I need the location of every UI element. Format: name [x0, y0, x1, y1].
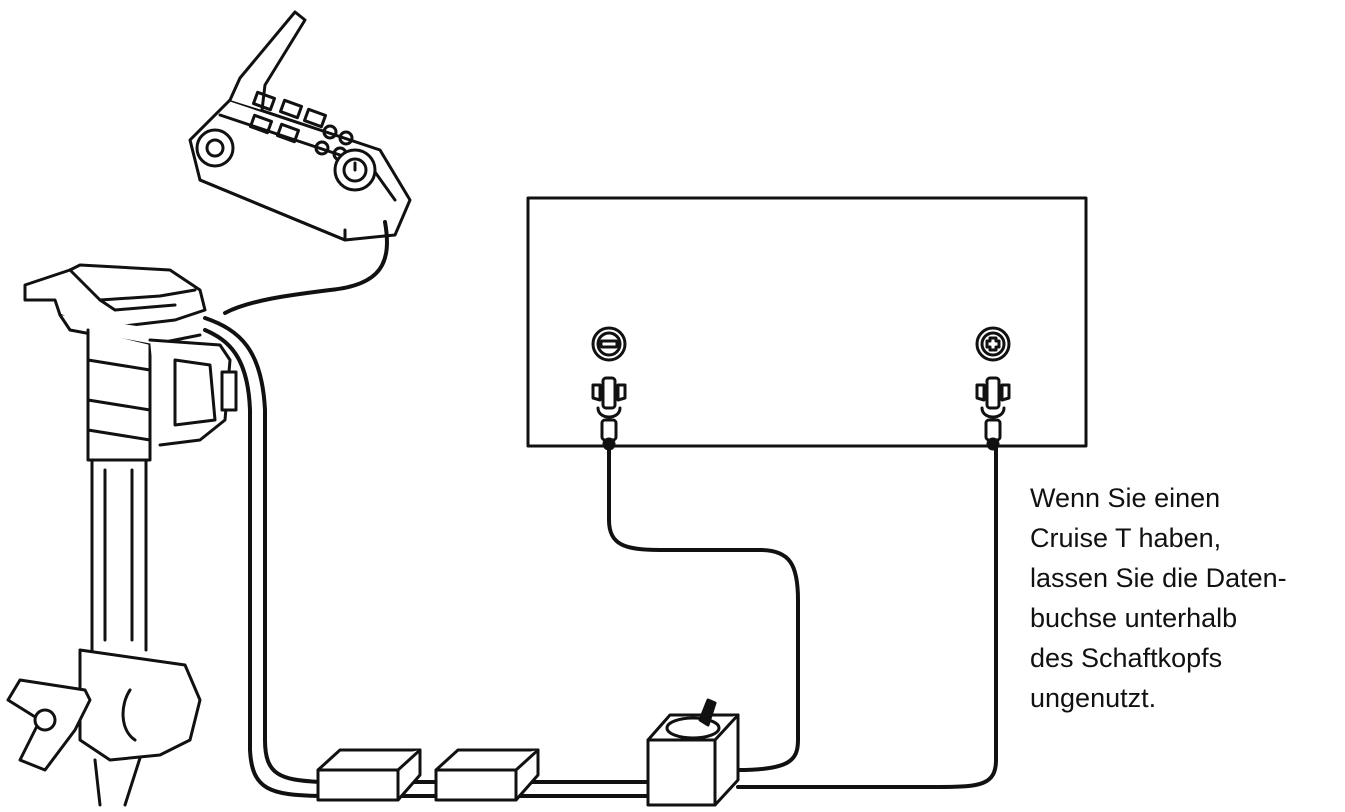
outboard-motor	[6, 263, 238, 807]
negative-lead	[607, 446, 800, 772]
positive-terminal	[975, 326, 1011, 451]
note-line: ungenutzt.	[1030, 683, 1157, 713]
positive-lead	[736, 446, 998, 789]
note-line: lassen Sie die Daten-	[1030, 563, 1287, 593]
negative-terminal	[591, 326, 627, 451]
main-switch	[646, 698, 740, 807]
battery	[526, 196, 1088, 448]
note-line: Cruise T haben,	[1030, 523, 1222, 553]
note-line: buchse unterhalb	[1030, 603, 1238, 633]
cable-plug-box-1	[316, 748, 422, 802]
note-line: des Schaftkopfs	[1030, 643, 1223, 673]
motor-power-cable	[203, 316, 652, 784]
throttle-cable	[223, 220, 389, 315]
cable-plug-box-2	[434, 748, 540, 802]
note-line: Wenn Sie einen	[1030, 483, 1221, 513]
remote-throttle	[188, 10, 412, 242]
cruise-t-note: Wenn Sie einen Cruise T haben, lassen Si…	[1030, 478, 1340, 718]
